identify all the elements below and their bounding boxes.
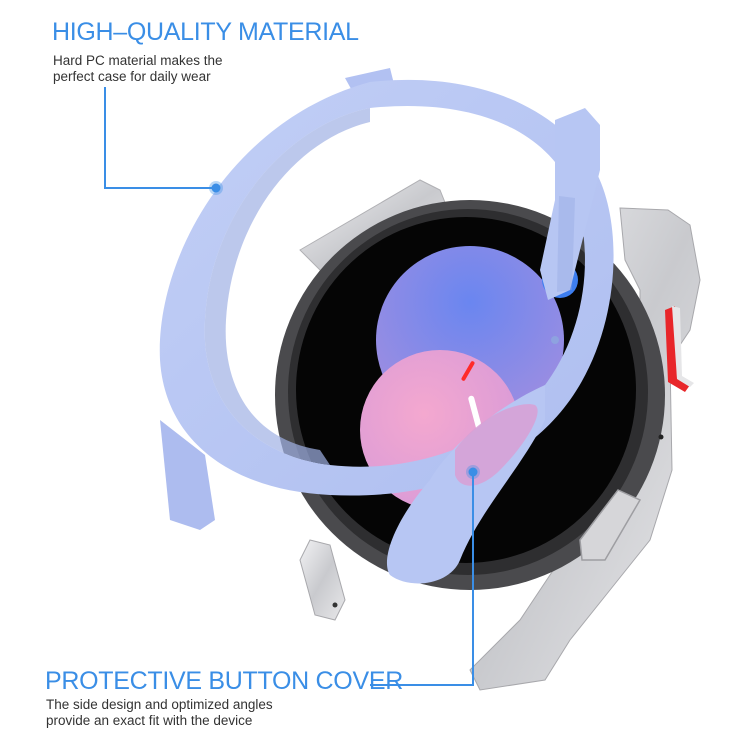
feature-desc-button-cover: The side design and optimized angles pro…	[46, 697, 346, 729]
desc-line: provide an exact fit with the device	[46, 713, 253, 728]
desc-line: The side design and optimized angles	[46, 697, 273, 712]
feature-desc-material: Hard PC material makes the perfect case …	[53, 53, 253, 85]
callout-dot	[211, 183, 221, 193]
feature-title-material: HIGH–QUALITY MATERIAL	[52, 18, 359, 46]
callout-material	[104, 87, 223, 195]
callout-button-cover	[370, 465, 480, 686]
watch-case-illustration	[159, 68, 614, 584]
feature-title-button-cover: PROTECTIVE BUTTON COVER	[45, 667, 403, 695]
desc-line: Hard PC material makes the	[53, 53, 223, 68]
callout-dot	[468, 467, 478, 477]
desc-line: perfect case for daily wear	[53, 69, 211, 84]
